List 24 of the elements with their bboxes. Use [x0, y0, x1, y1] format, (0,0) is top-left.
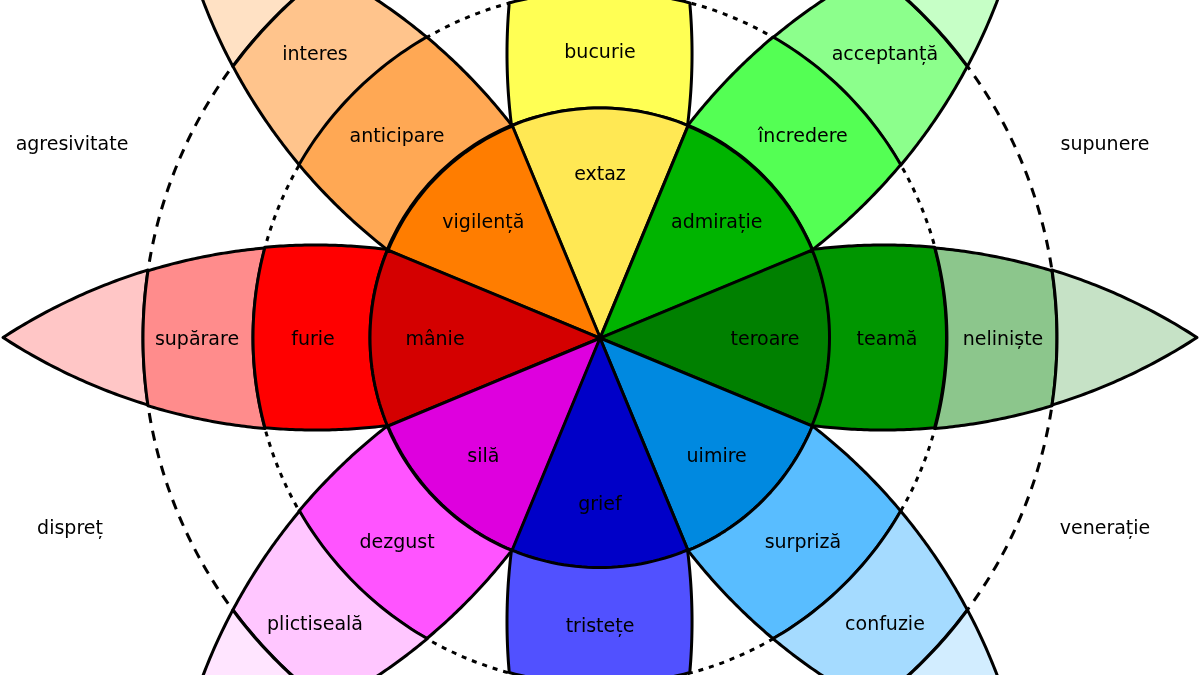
emotion-label: dezgust: [359, 529, 435, 553]
emotion-label: încredere: [758, 123, 848, 147]
emotion-label: admirație: [671, 209, 763, 233]
dyad-label: supunere: [1060, 131, 1150, 155]
dyad-label: dispreț: [37, 515, 103, 539]
emotion-label: supărare: [154, 326, 240, 350]
emotion-label: grief: [578, 491, 622, 515]
emotion-label: extaz: [574, 161, 626, 185]
emotion-label: uimire: [686, 443, 747, 467]
emotion-label: surpriză: [764, 529, 842, 553]
emotion-label: interes: [282, 41, 348, 65]
emotion-label: anticipare: [349, 123, 445, 147]
emotion-label: vigilență: [442, 209, 525, 233]
emotion-label: tristețe: [565, 613, 635, 637]
emotion-label: confuzie: [845, 611, 925, 635]
emotion-label: silă: [467, 443, 500, 467]
dyad-label: agresivitate: [15, 131, 129, 155]
emotion-label: neliniște: [962, 326, 1044, 350]
emotion-label: plictiseală: [267, 611, 363, 635]
emotion-label: acceptanță: [831, 41, 939, 65]
emotion-label: mânie: [405, 326, 465, 350]
dyad-label: venerație: [1059, 515, 1151, 539]
emotion-label: teroare: [730, 326, 800, 350]
emotion-label: bucurie: [564, 39, 636, 63]
